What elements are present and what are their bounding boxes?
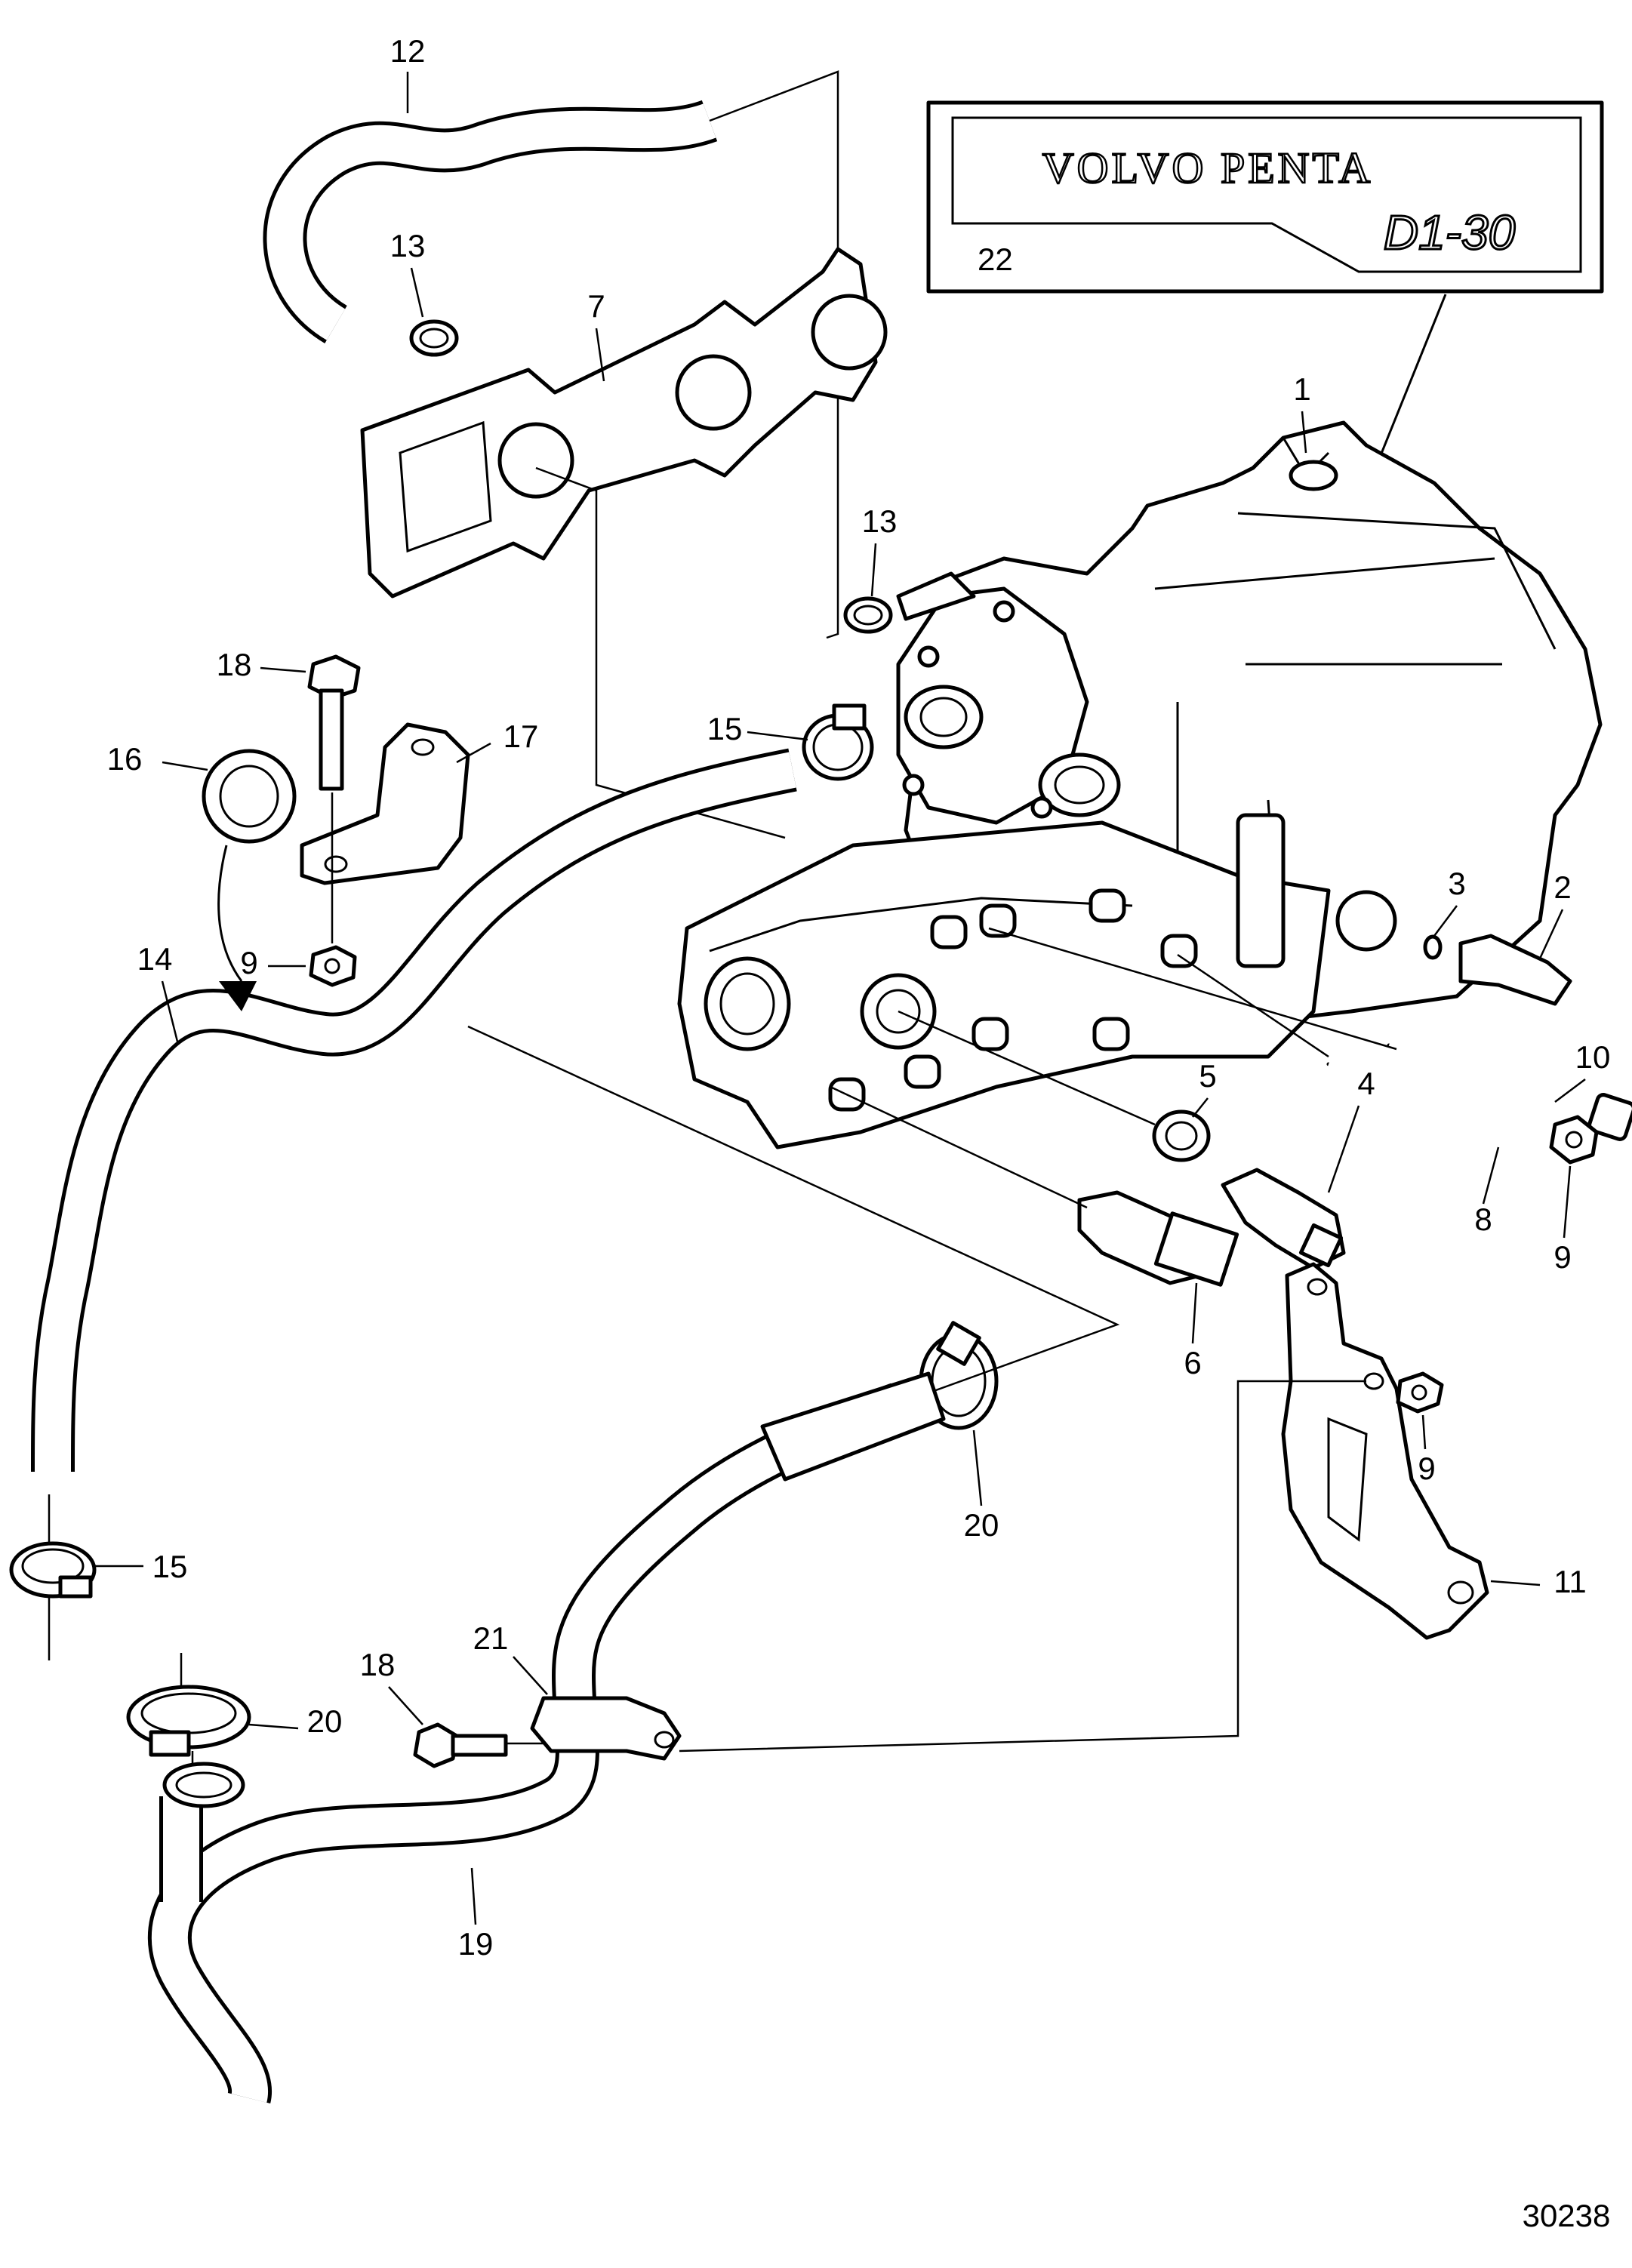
- sender-2: [1423, 934, 1572, 1006]
- hose-clip-upper: [409, 319, 459, 357]
- rubber-bushing-16: [202, 749, 297, 844]
- exhaust-manifold-block: [677, 813, 1397, 1149]
- bolt-18-lower: [413, 1722, 508, 1768]
- callout-3: 3: [1448, 866, 1465, 901]
- callout-11: 11: [1553, 1564, 1587, 1599]
- exhaust-pipe-19: [147, 1371, 946, 2103]
- nameplate-model: D1-30: [1384, 205, 1516, 260]
- bracket-17: [300, 722, 470, 885]
- stud-10: [1383, 1028, 1632, 1141]
- callout-7: 7: [587, 288, 605, 324]
- callout-4: 4: [1357, 1066, 1375, 1101]
- callout-20-lower: 20: [307, 1703, 343, 1739]
- callout-15-lower: 15: [152, 1549, 188, 1584]
- bolt-18-upper: [307, 654, 361, 791]
- callout-13-upper: 13: [390, 228, 426, 263]
- washer-5: [1152, 1109, 1211, 1162]
- callout-20-upper: 20: [964, 1507, 999, 1543]
- callout-2: 2: [1553, 869, 1571, 905]
- callout-1: 1: [1293, 371, 1310, 407]
- figure-number: 30238: [1523, 2198, 1611, 2233]
- callout-18-lower: 18: [360, 1647, 396, 1682]
- callout-17: 17: [503, 719, 539, 754]
- nameplate-decal: VOLVO PENTA D1-30 22: [926, 100, 1604, 562]
- pipe-sleeve-21: [530, 1696, 682, 1761]
- callout-9-right: 9: [1553, 1239, 1571, 1275]
- nameplate-brand: VOLVO PENTA: [1042, 143, 1373, 192]
- hose-clip-20-lower: [126, 1685, 251, 1757]
- hose-clip-15-upper: [802, 703, 874, 781]
- coolant-hose-14: [31, 748, 797, 1473]
- callout-19: 19: [458, 1926, 494, 1962]
- callout-6: 6: [1184, 1345, 1201, 1380]
- nut-9-left: [309, 945, 357, 987]
- callout-8: 8: [1474, 1202, 1492, 1237]
- sender-4: [1221, 1168, 1346, 1270]
- callout-15-upper: 15: [707, 711, 743, 746]
- nut-9-right: [1549, 1115, 1599, 1165]
- callout-16: 16: [107, 741, 143, 777]
- callout-5: 5: [1199, 1058, 1216, 1094]
- callout-21: 21: [473, 1620, 509, 1656]
- callout-18-upper: 18: [217, 647, 252, 682]
- callout-13-lower: 13: [862, 503, 898, 539]
- nut-9-bracket: [1396, 1371, 1444, 1414]
- callout-22: 22: [978, 242, 1013, 277]
- callout-9-bracket: 9: [1418, 1451, 1435, 1486]
- manifold-gasket: [360, 247, 888, 599]
- sensor-6: [1077, 1190, 1239, 1287]
- stud-8: [1323, 1047, 1561, 1157]
- bracket-11: [1281, 1262, 1489, 1640]
- hose-clip-middle: [843, 596, 893, 634]
- hose-clip-15-lower: [9, 1541, 97, 1599]
- callout-12: 12: [390, 33, 426, 69]
- callout-14: 14: [137, 941, 173, 977]
- callout-9-left: 9: [240, 945, 257, 980]
- callout-10: 10: [1575, 1039, 1611, 1075]
